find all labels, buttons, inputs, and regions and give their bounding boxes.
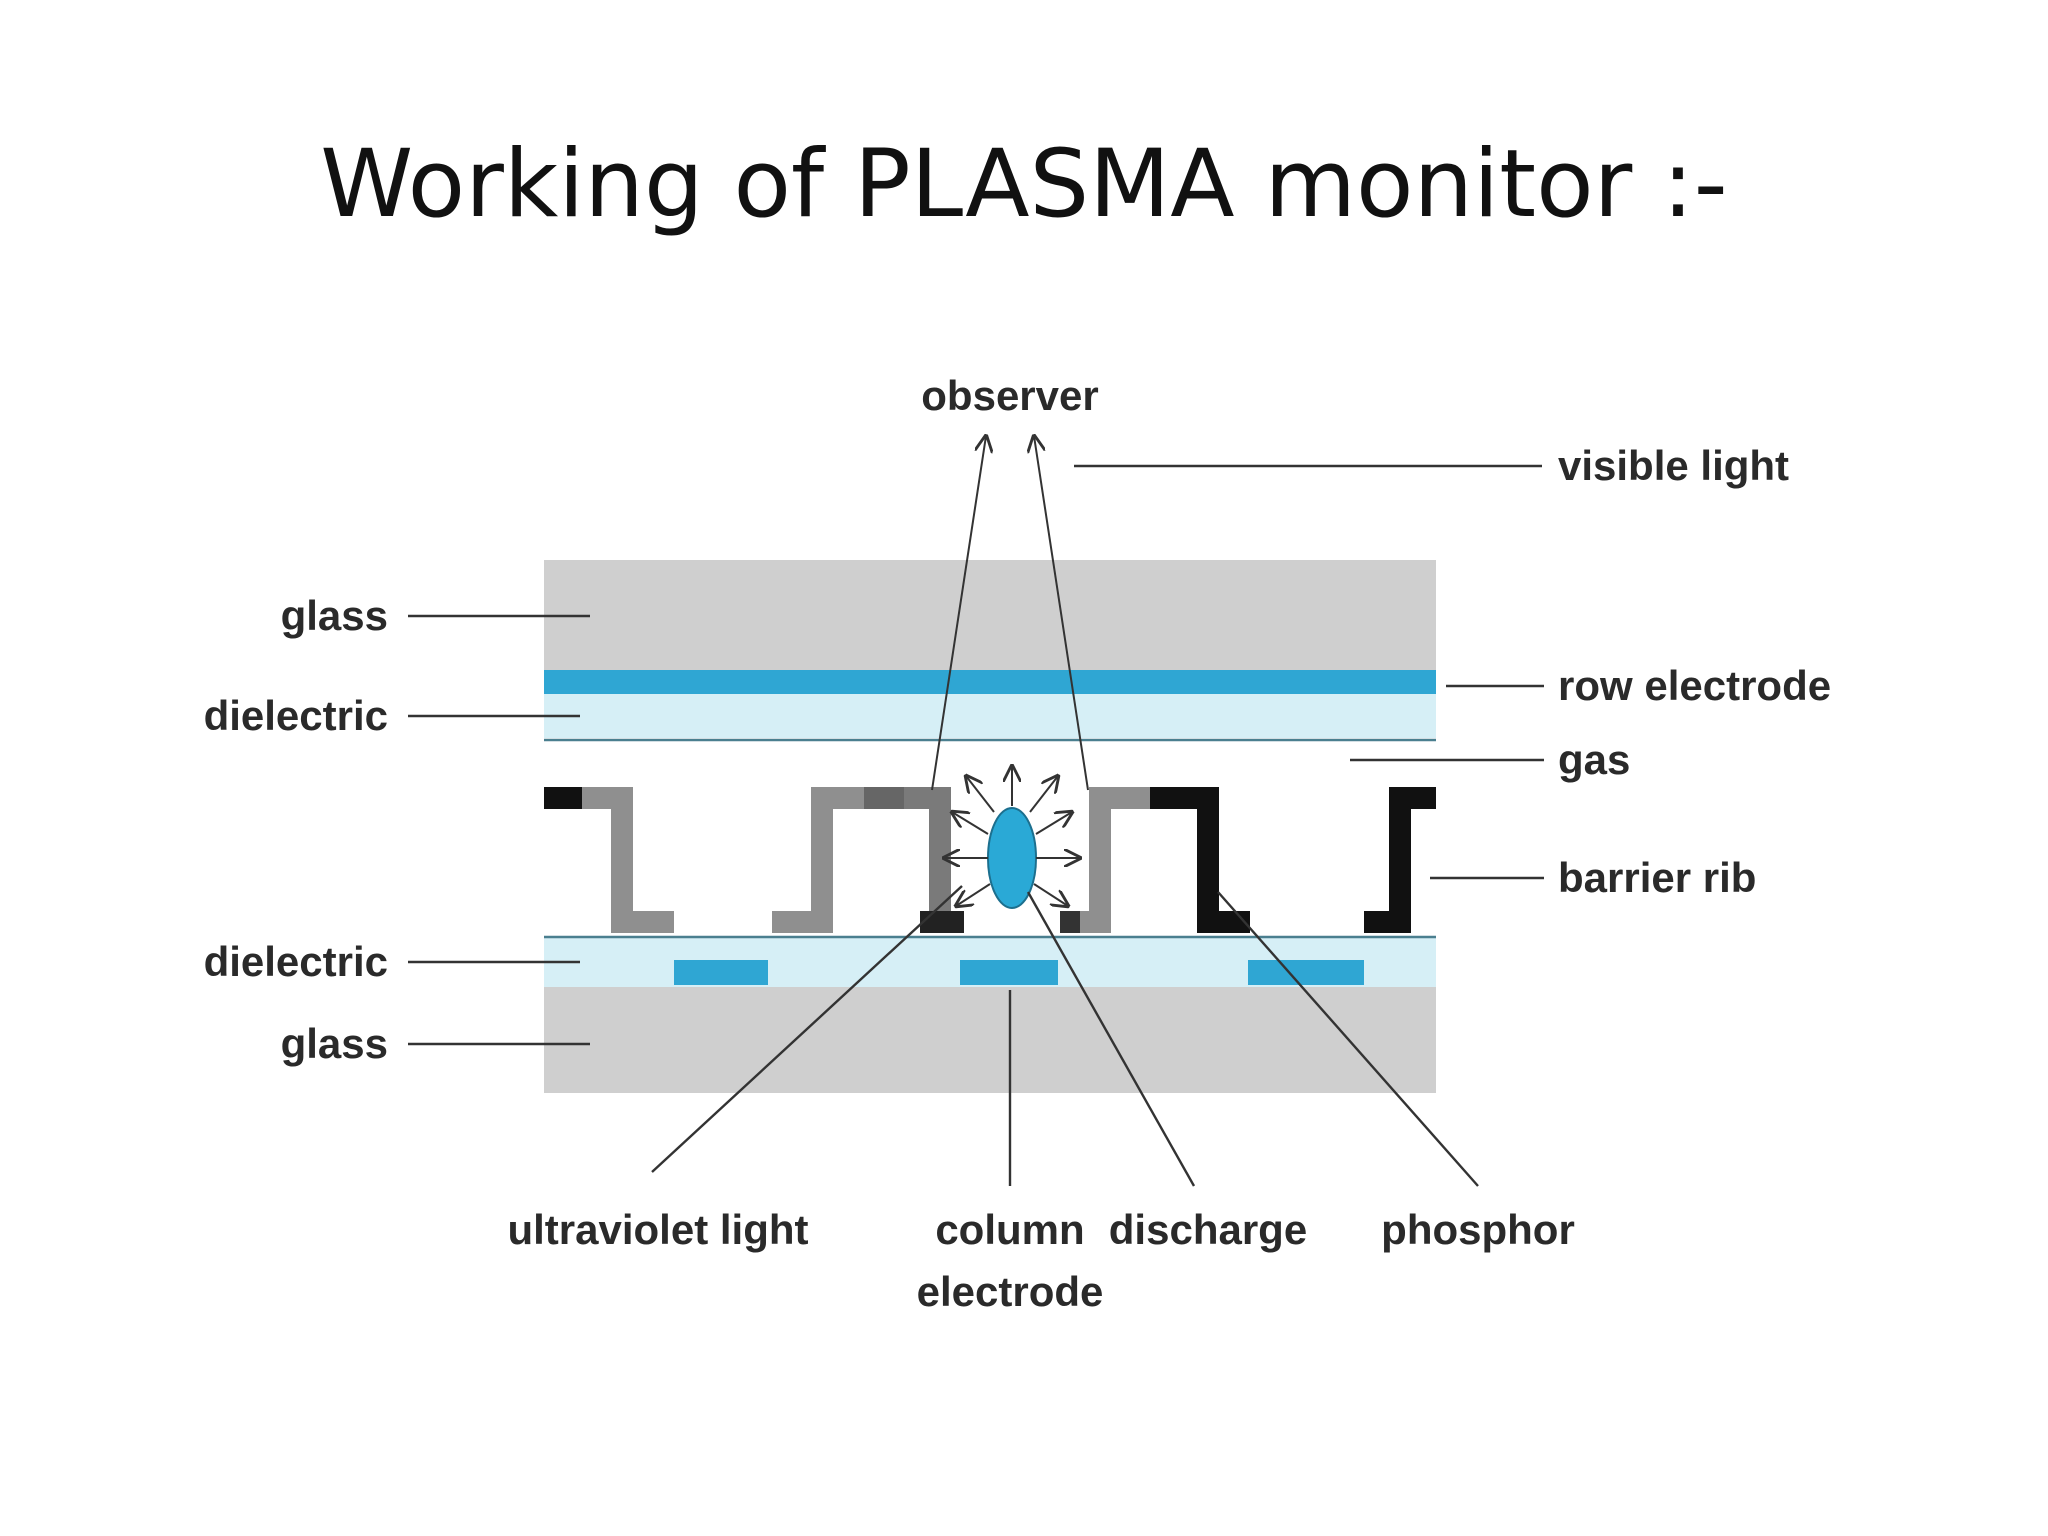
column-electrode-2 bbox=[960, 960, 1058, 985]
barrier-rib-2 bbox=[772, 787, 904, 933]
label-observer: observer bbox=[921, 372, 1098, 419]
label-column-electrode-line2: electrode bbox=[917, 1268, 1104, 1315]
label-ultraviolet-light: ultraviolet light bbox=[507, 1206, 808, 1253]
label-phosphor: phosphor bbox=[1381, 1206, 1575, 1253]
dielectric-top-layer bbox=[544, 694, 1436, 738]
glass-top-layer bbox=[544, 560, 1436, 670]
glass-bottom-layer bbox=[544, 987, 1436, 1093]
label-glass-bottom: glass bbox=[281, 1020, 388, 1067]
row-electrode-layer bbox=[544, 670, 1436, 694]
barrier-rib-3 bbox=[904, 787, 964, 933]
barrier-rib-5 bbox=[1150, 787, 1250, 933]
barrier-ribs bbox=[544, 787, 1436, 933]
column-electrode-3 bbox=[1248, 960, 1364, 985]
barrier-rib-1 bbox=[544, 787, 674, 933]
barrier-rib-6 bbox=[1364, 787, 1436, 933]
column-electrode-1 bbox=[674, 960, 768, 985]
barrier-rib-4 bbox=[1060, 787, 1160, 933]
label-visible-light: visible light bbox=[1558, 442, 1789, 489]
label-row-electrode: row electrode bbox=[1558, 662, 1831, 709]
label-dielectric-bottom: dielectric bbox=[204, 938, 388, 985]
label-dielectric-top: dielectric bbox=[204, 692, 388, 739]
label-barrier-rib: barrier rib bbox=[1558, 854, 1756, 901]
leader-lines bbox=[408, 464, 1544, 1187]
slide-title: Working of PLASMA monitor :- bbox=[320, 130, 1728, 239]
label-gas: gas bbox=[1558, 736, 1630, 783]
discharge-rays bbox=[944, 766, 1080, 906]
visible-light-rays bbox=[931, 436, 1089, 791]
label-glass-top: glass bbox=[281, 592, 388, 639]
label-column-electrode-line1: column bbox=[935, 1206, 1084, 1253]
label-discharge: discharge bbox=[1109, 1206, 1307, 1253]
